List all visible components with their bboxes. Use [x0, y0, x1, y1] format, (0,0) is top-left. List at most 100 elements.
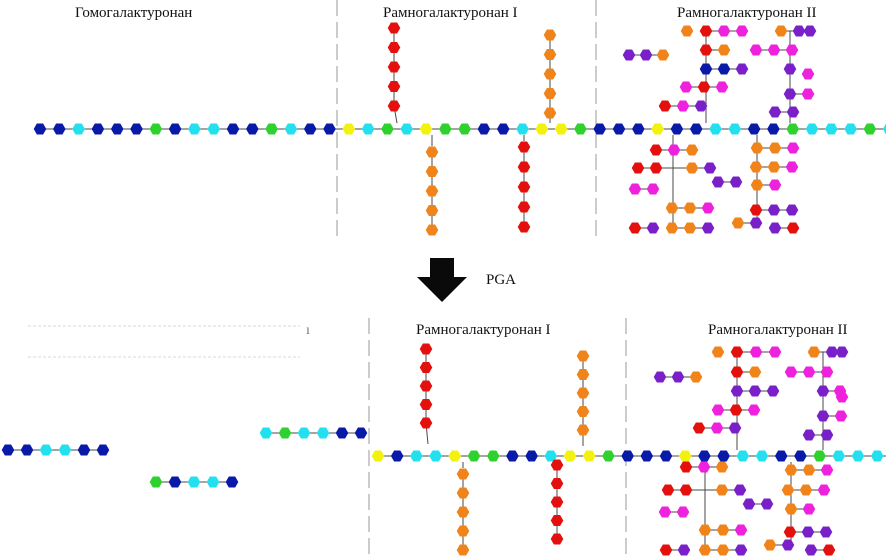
arabinose-residue: [699, 25, 713, 37]
galactose-residue: [799, 484, 813, 496]
galacturonic-acid-residue: [323, 123, 336, 135]
galacturonic-acid-residue: [225, 476, 239, 488]
galacturonic-acid-residue: [477, 123, 491, 135]
galacturonic-acid-cleaved-site-residue: [844, 123, 857, 135]
rg2-side-residue-residue: [820, 464, 834, 476]
galactose-residue: [768, 142, 782, 154]
rg2-terminal-residue-residue: [767, 204, 781, 216]
galactose-residue: [784, 503, 798, 515]
rg2-terminal-residue-residue: [803, 25, 817, 37]
galacturonic-acid-residue: [354, 427, 368, 439]
galactose-residue: [456, 487, 470, 499]
galacturonic-acid-residue: [168, 123, 182, 135]
rg2-side-residue-residue: [802, 503, 816, 515]
arabinose-residue: [387, 81, 401, 92]
galacturonic-acid-cleaved-site-residue: [400, 123, 413, 135]
rg2-side-residue-residue: [749, 346, 763, 358]
galacturonic-acid-residue: [496, 123, 510, 135]
arabinose-residue: [387, 100, 401, 112]
label-enzyme-pga: PGA: [486, 272, 516, 288]
galactose-residue: [425, 166, 439, 177]
galacturonic-acid-residue: [747, 123, 761, 135]
galacturonic-acid-residue: [20, 444, 34, 456]
arabinose-residue: [550, 496, 564, 508]
galacturonic-acid-residue: [1, 444, 15, 456]
rg2-side-residue-residue: [658, 506, 672, 518]
rg2-terminal-residue-residue: [653, 371, 667, 383]
galactose-residue: [576, 350, 590, 362]
galacturonic-acid-cleaved-site-residue: [870, 450, 884, 462]
rg2-terminal-residue-residue: [785, 204, 799, 216]
rg2-terminal-residue-residue: [792, 25, 806, 37]
rg2-terminal-residue-residue: [820, 429, 834, 441]
galacturonic-acid-residue: [640, 450, 654, 462]
methylated-residue-residue: [149, 476, 163, 488]
galactose-residue: [683, 222, 697, 234]
galacturonic-acid-cleaved-site-residue: [429, 450, 442, 462]
methylated-residue-residue: [458, 123, 471, 135]
arabinose-residue: [517, 221, 531, 233]
galacturonic-acid-residue: [53, 123, 66, 135]
galacturonic-acid-residue: [525, 450, 538, 462]
galacturonic-acid-residue: [390, 450, 404, 462]
rg2-side-residue-residue: [749, 44, 763, 56]
arabinose-residue: [697, 81, 711, 93]
galacturonic-acid-cleaved-site-residue: [187, 476, 201, 488]
rhamnose-residue: [371, 450, 385, 462]
galactose-residue: [456, 525, 470, 537]
rg2-side-residue-residue: [835, 391, 849, 403]
galacturonic-acid-cleaved-site-residue: [825, 123, 838, 135]
rg2-terminal-residue-residue: [801, 526, 815, 538]
rg2-side-residue-residue: [676, 506, 690, 518]
galacturonic-acid-cleaved-site-residue: [516, 123, 529, 135]
galactose-residue: [749, 161, 763, 173]
arabinose-residue: [783, 526, 797, 538]
galactose-residue: [807, 346, 821, 358]
arabinose-residue: [631, 162, 645, 174]
arabinose-residue: [649, 144, 663, 156]
rg2-side-residue-residue: [646, 183, 660, 195]
galactose-residue: [711, 346, 725, 358]
arabinose-residue: [679, 461, 693, 473]
galacturonic-acid-cleaved-site-residue: [284, 123, 298, 135]
rg2-terminal-residue-residue: [783, 63, 797, 75]
galacturonic-acid-residue: [621, 450, 634, 462]
rg2-terminal-residue-residue: [742, 498, 756, 510]
galacturonic-acid-residue: [698, 450, 711, 462]
rg2-side-residue-residue: [676, 100, 690, 112]
galacturonic-acid-cleaved-site-residue: [58, 444, 72, 456]
galacturonic-acid-residue: [593, 123, 606, 135]
galactose-residue: [698, 544, 712, 556]
galactose-residue: [750, 179, 764, 191]
methylated-residue-residue: [574, 123, 587, 135]
arabinose-residue: [387, 22, 401, 34]
galactose-residue: [543, 29, 557, 41]
galactose-residue: [685, 144, 699, 156]
arabinose-residue: [550, 478, 564, 489]
rg2-side-residue-residue: [768, 346, 782, 358]
arabinose-residue: [419, 399, 433, 410]
arabinose-residue: [517, 141, 531, 153]
methylated-residue-residue: [486, 450, 500, 462]
galactose-residue: [576, 424, 590, 436]
rg2-terminal-residue-residue: [825, 346, 839, 358]
arabinose-residue: [550, 515, 564, 526]
galacturonic-acid-residue: [774, 450, 788, 462]
galactose-residue: [665, 222, 679, 234]
galactose-residue: [425, 146, 439, 158]
rg2-side-residue-residue: [747, 404, 761, 416]
galacturonic-acid-residue: [632, 123, 645, 135]
galacturonic-acid-residue: [226, 123, 240, 135]
arabinose-residue: [730, 366, 744, 378]
galactose-residue: [715, 461, 729, 473]
galacturonic-acid-residue: [91, 123, 105, 135]
arabinose-residue: [679, 484, 693, 496]
galactose-residue: [716, 544, 730, 556]
galactose-residue: [576, 369, 590, 380]
rg2-terminal-residue-residue: [760, 498, 774, 510]
rg2-terminal-residue-residue: [749, 217, 763, 229]
rg2-terminal-residue-residue: [802, 429, 816, 441]
galacturonic-acid-cleaved-site-residue: [206, 476, 220, 488]
galacturonic-acid-cleaved-site-residue: [851, 450, 865, 462]
rhamnose-residue: [554, 123, 568, 135]
